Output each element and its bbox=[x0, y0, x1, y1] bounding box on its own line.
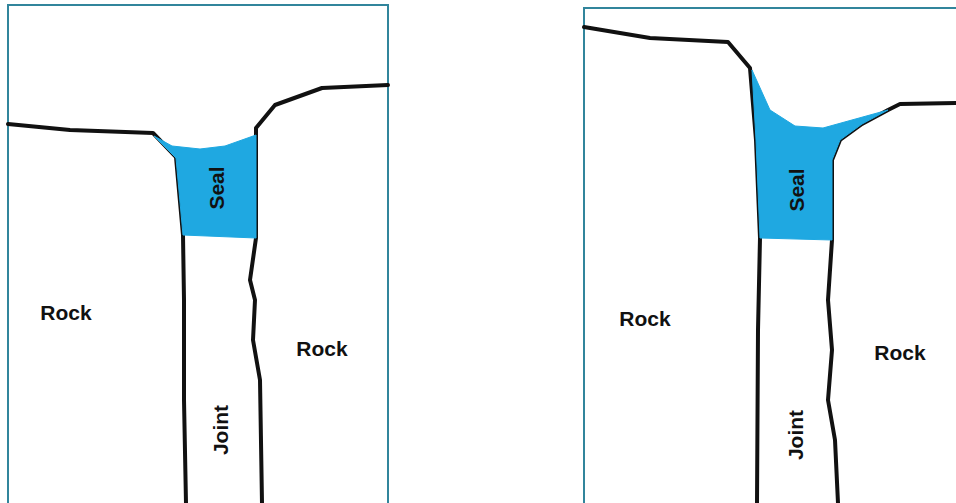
joint-label: Joint bbox=[210, 405, 231, 455]
seal-shape bbox=[752, 70, 888, 240]
seal-region: Seal bbox=[752, 70, 888, 240]
rock-surface bbox=[828, 103, 956, 503]
rock-label: Rock bbox=[40, 302, 91, 323]
seal-fill bbox=[752, 70, 888, 240]
seal-region: Seal bbox=[154, 135, 256, 238]
panel-frame bbox=[8, 5, 388, 503]
rock-label: Rock bbox=[296, 338, 347, 359]
panel-frame bbox=[584, 8, 956, 503]
rock-label: Rock bbox=[619, 308, 670, 329]
rock-surface bbox=[250, 85, 388, 503]
seal-label: Seal bbox=[786, 168, 807, 211]
joint-label: Joint bbox=[785, 410, 806, 460]
rock-surface bbox=[584, 27, 760, 503]
seal-fill bbox=[154, 135, 256, 238]
seal-label: Seal bbox=[206, 166, 227, 209]
rock-label: Rock bbox=[874, 342, 925, 363]
rock-surface bbox=[8, 124, 186, 503]
